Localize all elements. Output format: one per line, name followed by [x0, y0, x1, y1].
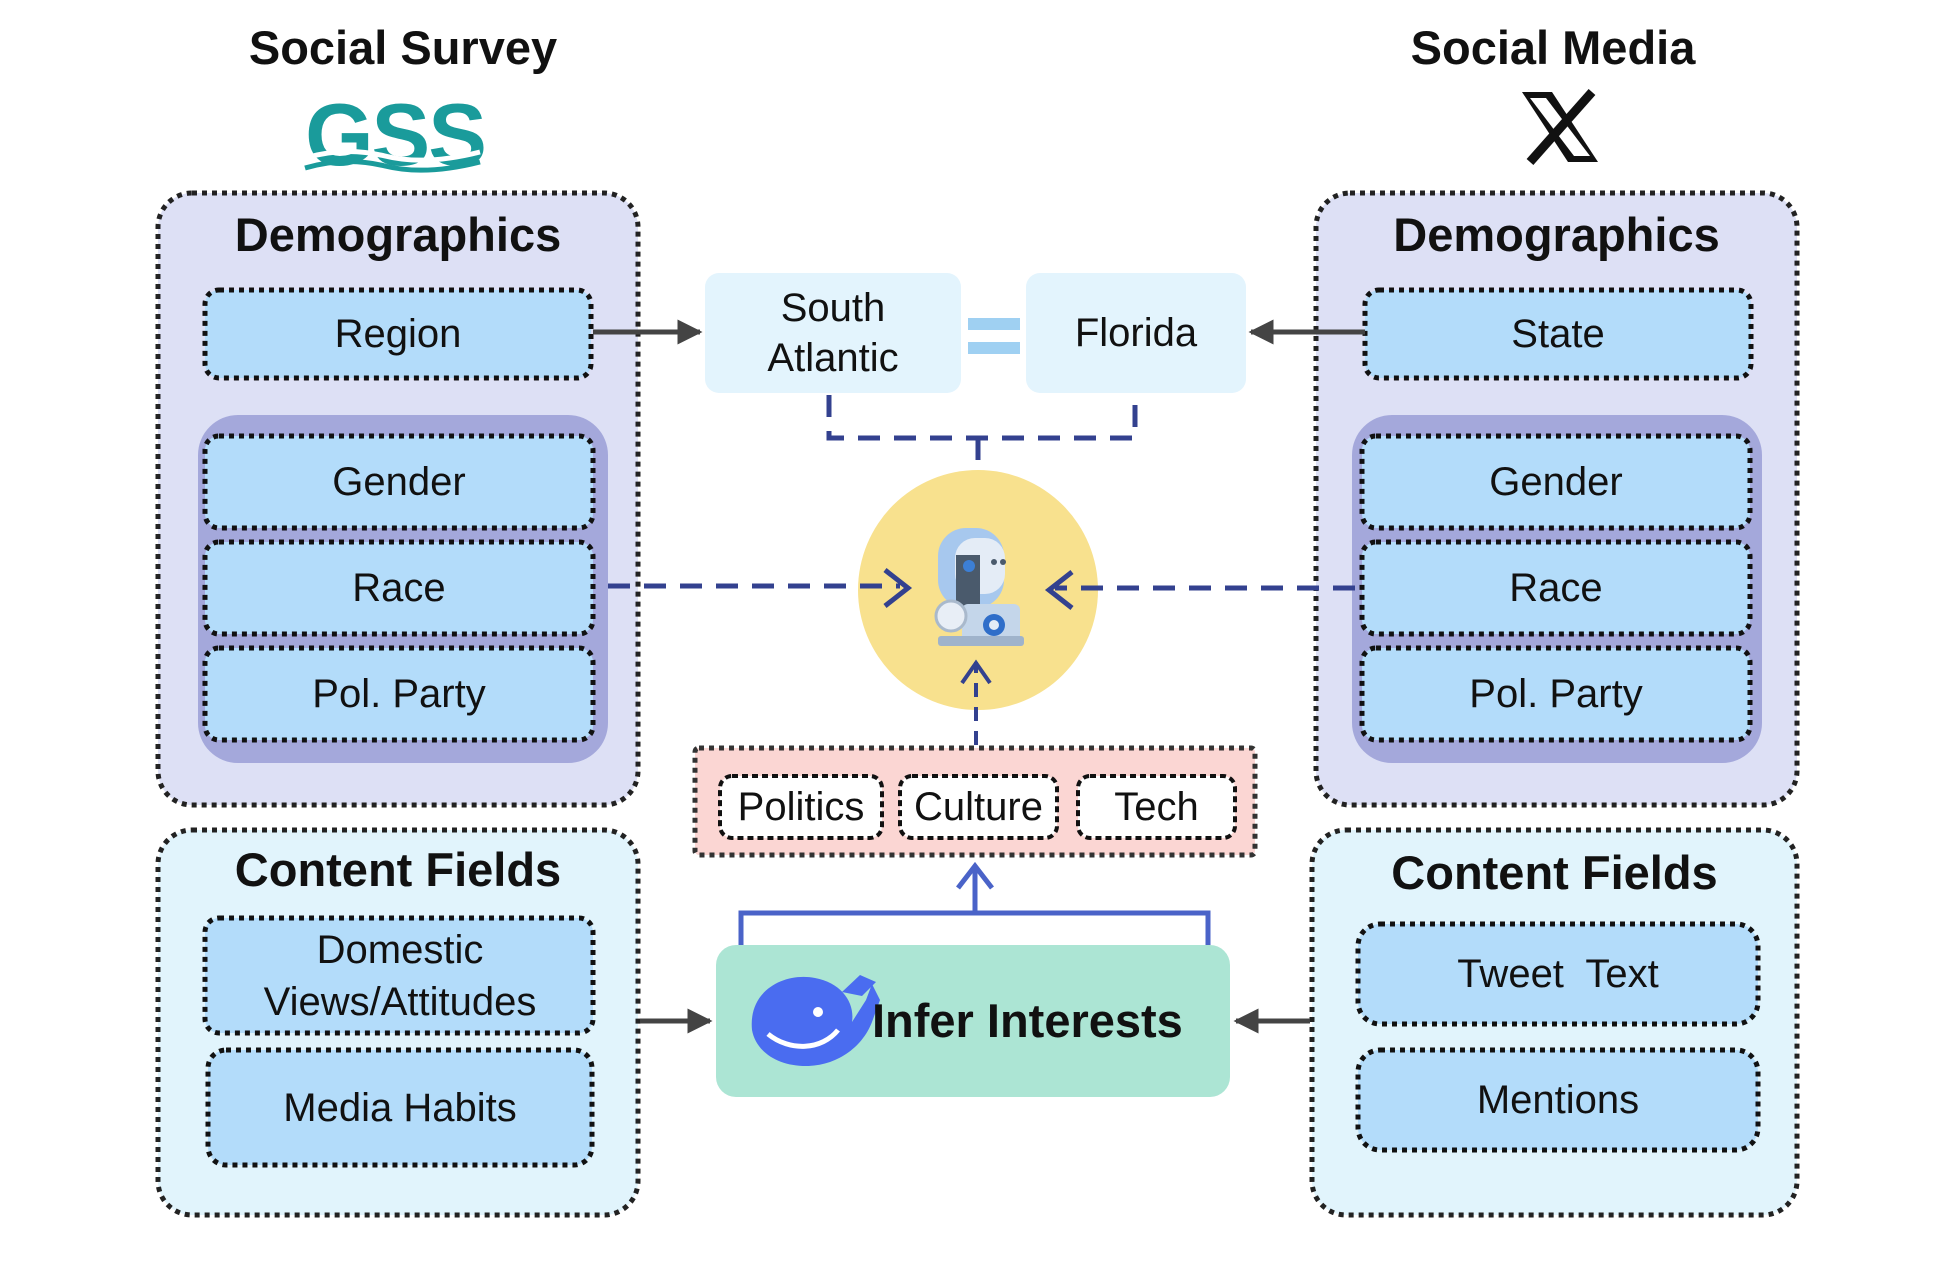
right-demo-arrowhead [1044, 570, 1074, 610]
whale-logo-icon [751, 975, 880, 1066]
left-media-field [205, 1047, 595, 1168]
interest-arrowhead [960, 659, 992, 685]
right-mentions-label: Mentions [1476, 1078, 1640, 1122]
right-party-field [1359, 645, 1753, 743]
left-demographics-title: Demographics [234, 207, 562, 261]
right-content-title: Content Fields [1391, 845, 1718, 899]
left-gender-label: Gender [332, 460, 466, 504]
left-views-label: Domestic Views/Attitudes [263, 927, 537, 1024]
interest-tech-box [1076, 774, 1237, 840]
right-race-field [1359, 539, 1753, 637]
right-gender-field [1359, 433, 1753, 531]
right-title: Social Media [1410, 20, 1696, 74]
south-atlantic-box [705, 273, 961, 393]
robot-icon [934, 528, 1024, 646]
right-mentions-field [1355, 1047, 1761, 1153]
left-region-label: Region [334, 312, 462, 356]
florida-label: Florida [1074, 311, 1198, 355]
left-party-field [202, 645, 596, 743]
infer-box [716, 945, 1230, 1097]
left-party-label: Pol. Party [312, 672, 486, 716]
interest-culture-box [898, 774, 1059, 840]
south-atlantic-label: South Atlantic [767, 286, 899, 380]
left-race-label: Race [352, 566, 446, 610]
right-tweet-field [1355, 921, 1761, 1027]
right-demographics-title: Demographics [1393, 207, 1720, 261]
right-gender-label: Gender [1489, 460, 1623, 504]
interest-politics-box [718, 774, 884, 840]
right-race-label: Race [1509, 566, 1603, 610]
left-content-title: Content Fields [234, 842, 562, 896]
left-demo-arrowhead [883, 568, 913, 608]
right-party-label: Pol. Party [1469, 672, 1643, 716]
equals-sign [968, 318, 1020, 354]
x-logo-icon [1522, 89, 1598, 165]
infer-bracket [738, 910, 1211, 945]
interest-politics-label: Politics [737, 785, 865, 829]
florida-box [1026, 273, 1246, 393]
right-tweet-label: Tweet Text [1457, 952, 1659, 996]
interest-culture-label: Culture [914, 785, 1043, 829]
gss-logo-icon: GSS [304, 85, 487, 184]
left-gender-field [202, 433, 596, 531]
left-region-field [202, 287, 594, 381]
infer-bracket-arrowhead [956, 861, 994, 890]
left-views-field [202, 915, 596, 1036]
interest-tech-label: Tech [1114, 785, 1199, 829]
left-race-field [202, 539, 596, 637]
infer-interests-label: Infer Interests [872, 993, 1183, 1047]
right-state-label: State [1511, 312, 1605, 356]
left-media-label: Media Habits [283, 1085, 517, 1130]
left-title: Social Survey [248, 20, 558, 74]
